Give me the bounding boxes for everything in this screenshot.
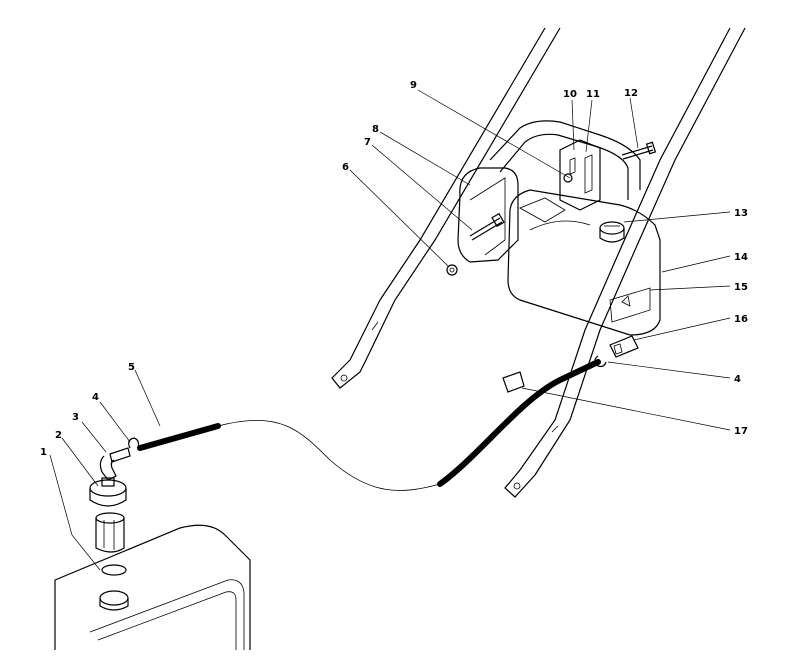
callout-15: 15 [734, 282, 748, 293]
callout-12: 12 [624, 88, 638, 99]
callout-14: 14 [734, 252, 748, 263]
fitting-17 [502, 371, 525, 393]
fuel-fitting-16 [609, 335, 639, 358]
tank-cap-13 [599, 221, 625, 243]
callout-8: 8 [372, 124, 379, 135]
callout-3: 3 [72, 412, 79, 423]
callout-17: 17 [734, 426, 748, 437]
nut-6 [446, 264, 458, 276]
mounting-bracket [457, 167, 519, 263]
fuel-tank [507, 189, 661, 336]
callout-4-left: 4 [92, 392, 99, 403]
handle-left-bar [331, 27, 561, 389]
callout-13: 13 [734, 208, 748, 219]
elbow-fitting-3 [99, 447, 131, 481]
hose-clamp-4-right [594, 355, 607, 368]
callout-1: 1 [40, 447, 47, 458]
callout-11: 11 [586, 89, 600, 100]
fuel-line-hose [137, 359, 601, 491]
bolt-7 [469, 212, 505, 241]
hinge-bracket [559, 139, 601, 211]
callout-labels: 1 2 3 4 5 6 7 8 9 10 11 12 13 14 15 16 4… [40, 80, 748, 458]
handle-right-bar [504, 27, 746, 498]
callout-4-right: 4 [734, 374, 741, 385]
bolt-12 [621, 141, 657, 160]
callout-9: 9 [410, 80, 417, 91]
callout-6: 6 [342, 162, 349, 173]
callout-7: 7 [364, 137, 371, 148]
callout-2: 2 [55, 430, 62, 441]
leader-lines [49, 89, 731, 571]
callout-5: 5 [128, 362, 135, 373]
filter-assembly-2 [89, 477, 127, 553]
lower-tank-1 [54, 524, 251, 650]
handle-crossbar [489, 120, 641, 200]
callout-16: 16 [734, 314, 748, 325]
callout-10: 10 [563, 89, 577, 100]
hose-clamp-4-left [128, 437, 140, 449]
